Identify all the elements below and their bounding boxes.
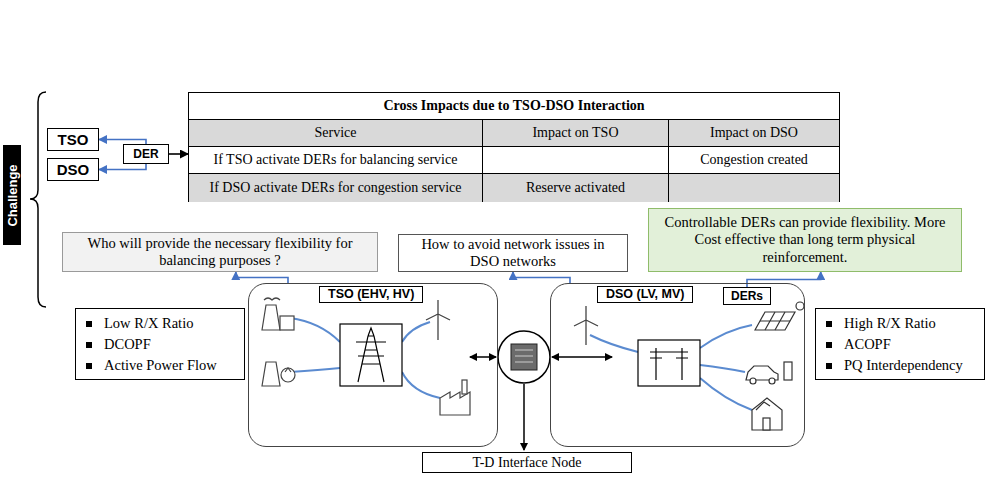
bullet-square <box>826 363 832 369</box>
solar-panel-symbol <box>755 302 804 330</box>
question-box: How to avoid network issues in DSO netwo… <box>398 234 628 272</box>
answer-box: Controllable DERs can provide flexibilit… <box>648 208 962 272</box>
property-list: Low R/X RatioDCOPFActive Power Flow <box>75 308 245 380</box>
table-text: If TSO activate DERs for balancing servi… <box>214 152 458 168</box>
list-item: PQ Interdependency <box>844 355 963 376</box>
table-text: Impact on TSO <box>532 125 618 141</box>
curly-bracket <box>30 92 46 307</box>
power-wires <box>290 318 752 410</box>
table-cell: Impact on TSO <box>483 120 669 147</box>
node-text: DSO <box>57 161 90 178</box>
table-cell: If DSO activate DERs for congestion serv… <box>189 174 483 202</box>
operator-box: TSO <box>47 128 99 151</box>
table-text: Reserve activated <box>526 180 625 196</box>
node-text: Controllable DERs can provide flexibilit… <box>657 214 953 266</box>
electric-vehicle-symbol <box>746 362 792 384</box>
interface-arrow <box>470 356 496 358</box>
table-cell <box>669 174 839 202</box>
list-row: ACOPF <box>826 334 974 355</box>
impact-table: Cross Impacts due to TSO-DSO Interaction… <box>188 92 840 202</box>
node-text: T-D Interface Node <box>472 455 581 471</box>
factory-symbol <box>440 380 470 415</box>
bullet-square <box>826 321 832 327</box>
property-list: High R/X RatioACOPFPQ Interdependency <box>815 308 985 380</box>
operator-box: DSO <box>47 158 99 181</box>
panel-heading: DSO (LV, MV) <box>597 286 693 303</box>
list-row: Active Power Flow <box>86 355 234 376</box>
dso-panel: DSO (LV, MV) DERs <box>550 283 805 447</box>
list-item: DCOPF <box>104 334 151 355</box>
node-text: Challenge <box>5 164 20 226</box>
tso-tower-symbol <box>340 324 402 386</box>
list-item: Active Power Flow <box>104 355 217 376</box>
list-row: High R/X Ratio <box>826 313 974 334</box>
bullet-square <box>86 321 92 327</box>
table-cell: Reserve activated <box>483 174 669 202</box>
table-text: Congestion created <box>700 152 808 168</box>
table-text: If DSO activate DERs for congestion serv… <box>210 180 462 196</box>
node-text: DERs <box>731 289 763 303</box>
table-cell: Congestion created <box>669 147 839 174</box>
ders-box: DERs <box>723 287 771 305</box>
list-item: Low R/X Ratio <box>104 313 193 334</box>
table-title: Cross Impacts due to TSO-DSO Interaction <box>189 93 839 120</box>
bullet-square <box>86 342 92 348</box>
interface-arrow <box>523 384 525 450</box>
interface-box: T-D Interface Node <box>422 452 632 473</box>
table-text: Impact on DSO <box>710 125 798 141</box>
node-text: DER <box>133 147 158 161</box>
connector-arrow <box>513 272 570 283</box>
node-text: How to avoid network issues in DSO netwo… <box>407 236 619 271</box>
list-row: Low R/X Ratio <box>86 313 234 334</box>
connector-arrow <box>236 272 288 283</box>
house-symbol <box>752 398 782 430</box>
connector-arrow <box>169 153 188 155</box>
question-box: Who will provide the necessary flexibili… <box>62 232 378 272</box>
table-text: Service <box>315 125 357 141</box>
challenge-box: Challenge <box>3 145 21 245</box>
list-item: High R/X Ratio <box>844 313 936 334</box>
der-box: DER <box>123 144 169 164</box>
node-text: Who will provide the necessary flexibili… <box>71 235 369 270</box>
connector-arrow <box>99 164 146 170</box>
list-item: ACOPF <box>844 334 891 355</box>
table-cell: Impact on DSO <box>669 120 839 147</box>
table-grid: Service Impact on TSO Impact on DSO If TSO … <box>189 120 839 202</box>
substation-symbol <box>638 340 700 386</box>
list-row: PQ Interdependency <box>826 355 974 376</box>
power-plant-symbol <box>262 298 295 386</box>
bullet-square <box>826 342 832 348</box>
connector-arrow <box>747 272 821 287</box>
table-cell <box>483 147 669 174</box>
interface-arrow <box>552 356 612 358</box>
table-cell: Service <box>189 120 483 147</box>
tso-panel: TSO (EHV, HV) <box>248 283 498 447</box>
bullet-square <box>86 363 92 369</box>
list-row: DCOPF <box>86 334 234 355</box>
transformer-symbol <box>498 331 550 383</box>
node-text: TSO <box>58 131 89 148</box>
panel-heading: TSO (EHV, HV) <box>319 286 423 303</box>
table-cell: If TSO activate DERs for balancing servi… <box>189 147 483 174</box>
